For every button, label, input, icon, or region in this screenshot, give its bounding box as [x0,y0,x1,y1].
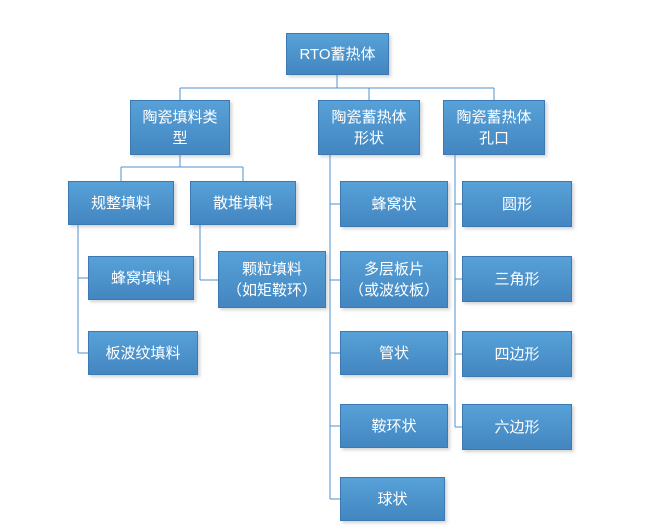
node-label: 蜂窝状 [371,195,417,213]
node-shape-tubular: 管状 [340,331,448,375]
node-shape-honeycomb: 蜂窝状 [340,181,448,227]
node-orifice-triangle: 三角形 [462,256,572,302]
node-shape-spherical: 球状 [340,477,445,521]
node-rto-regenerator: RTO蓄热体 [286,33,389,75]
node-ceramic-packing-type: 陶瓷填料类 型 [130,100,230,155]
node-label: RTO蓄热体 [299,45,376,63]
node-label: 鞍环状 [371,417,417,435]
node-structured-packing: 规整填料 [68,181,174,225]
node-ceramic-regenerator-shape: 陶瓷蓄热体 形状 [318,100,420,155]
node-granular-packing: 颗粒填料 （如矩鞍环） [218,251,326,308]
node-label: 多层板片 （或波纹板） [348,260,439,299]
node-orifice-quadrilateral: 四边形 [462,331,572,377]
node-orifice-hexagon: 六边形 [462,404,572,450]
node-label: 圆形 [501,195,532,213]
node-label: 陶瓷蓄热体 孔口 [456,108,532,147]
node-label: 三角形 [494,270,540,288]
node-label: 六边形 [494,418,540,436]
node-label: 四边形 [494,345,540,363]
node-label: 陶瓷蓄热体 形状 [331,108,407,147]
node-shape-multilayer-plate: 多层板片 （或波纹板） [340,251,448,308]
node-label: 颗粒填料 （如矩鞍环） [226,260,317,299]
node-honeycomb-packing: 蜂窝填料 [88,256,194,300]
node-label: 规整填料 [90,194,151,212]
node-shape-saddle-ring: 鞍环状 [340,404,448,448]
node-label: 蜂窝填料 [110,269,171,287]
node-label: 散堆填料 [212,194,273,212]
node-label: 板波纹填料 [105,344,181,362]
node-plate-corrugated-packing: 板波纹填料 [88,331,198,375]
node-random-packing: 散堆填料 [190,181,296,225]
node-label: 球状 [377,490,408,508]
node-label: 陶瓷填料类 型 [142,108,218,147]
node-label: 管状 [378,344,409,362]
node-orifice-circle: 圆形 [462,181,572,227]
node-ceramic-regenerator-orifice: 陶瓷蓄热体 孔口 [443,100,545,155]
